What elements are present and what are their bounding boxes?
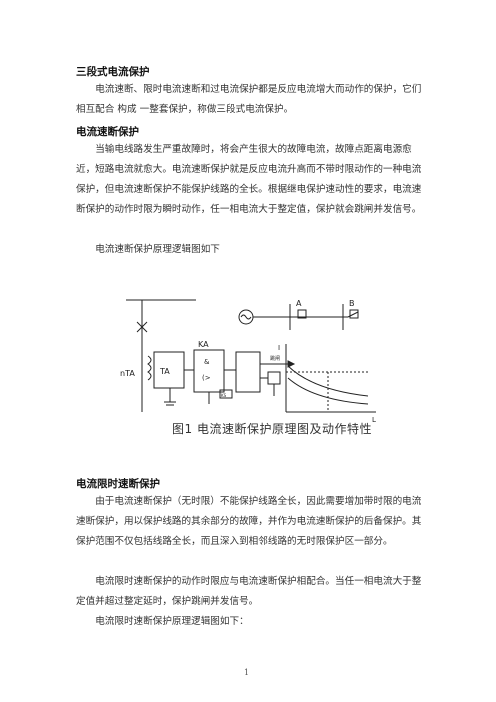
bus-b-label: B — [349, 299, 355, 308]
page-number: 1 — [244, 668, 250, 677]
relay-a-box — [297, 309, 307, 319]
and-gate-label: & — [204, 358, 210, 366]
signal-relay-box — [267, 371, 281, 385]
heading-time-limited: 电流限时速断保护 — [76, 478, 160, 490]
figure-circuit-diagram: KA & (> nTA TA 跳闸 KS A B I L — [120, 299, 376, 424]
intermediate-box — [235, 351, 261, 393]
paragraph-intro: 电流速断、限时电流速断和过电流保护都是反应电流增大而动作的保护，它们相互配合 构… — [76, 84, 422, 115]
curve-min — [287, 377, 369, 405]
ka-label: KA — [198, 340, 209, 349]
gt-label: (> — [202, 374, 211, 382]
paragraph-instant-overcurrent: 当输电线路发生严重故障时，将会产生很大的故障电流，故障点距离电源愈近，短路电流就… — [76, 144, 422, 215]
heading-three-stage: 三段式电流保护 — [76, 66, 150, 78]
curve-max — [287, 365, 369, 397]
ks-label: KS — [221, 393, 227, 398]
ks-box — [219, 389, 233, 399]
paragraph-time-limited-2: 电流限时速断保护的动作时限应与电流速断保护相配合。当任一相电流大于整定值并超过整… — [76, 576, 422, 607]
paragraph-logic-diagram-intro: 电流速断保护原理逻辑图如下 — [95, 244, 220, 255]
trip-label: 跳闸 — [270, 355, 280, 362]
current-axis-label: I — [278, 344, 280, 352]
heading-instant-overcurrent: 电流速断保护 — [76, 126, 139, 138]
figure-caption: 图1 电流速断保护原理图及动作特性 — [172, 422, 372, 436]
length-axis-label: L — [372, 416, 376, 424]
paragraph-logic-diagram-intro-2: 电流限时速断保护原理逻辑图如下： — [95, 616, 249, 627]
paragraph-time-limited-1: 由于电流速断保护（无时限）不能保护线路全长，因此需要增加带时限的电流速断保护，用… — [76, 496, 422, 547]
ka-relay-box — [193, 349, 225, 393]
ta-label: TA — [159, 367, 170, 376]
nta-label: nTA — [120, 369, 135, 378]
bus-a-label: A — [296, 299, 302, 308]
relay-b-box — [349, 309, 359, 319]
ct-coil — [147, 355, 152, 381]
